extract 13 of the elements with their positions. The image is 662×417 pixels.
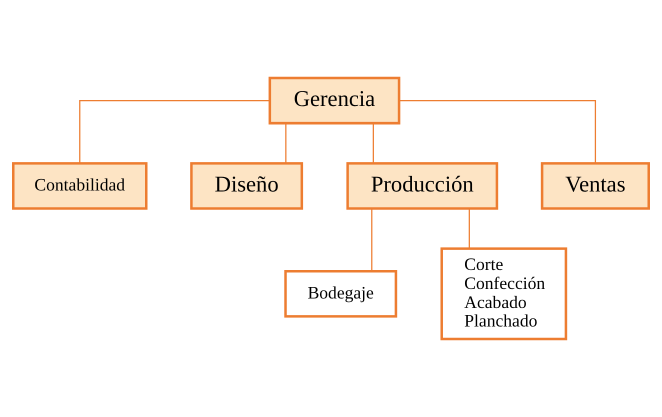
connector [372, 123, 374, 163]
connector [371, 208, 372, 271]
node-box: Contabilidad [12, 162, 148, 210]
node-box: Ventas [540, 162, 650, 210]
node-box: Gerencia [268, 76, 400, 124]
node-box: Corte Confección Acabado Planchado [440, 247, 568, 340]
connector [285, 123, 286, 163]
node-box: Diseño [190, 162, 304, 210]
node-box: Producción [346, 162, 498, 210]
connector [79, 100, 270, 164]
connector [399, 100, 596, 164]
node-box: Bodegaje [284, 270, 398, 318]
connector [468, 208, 470, 248]
